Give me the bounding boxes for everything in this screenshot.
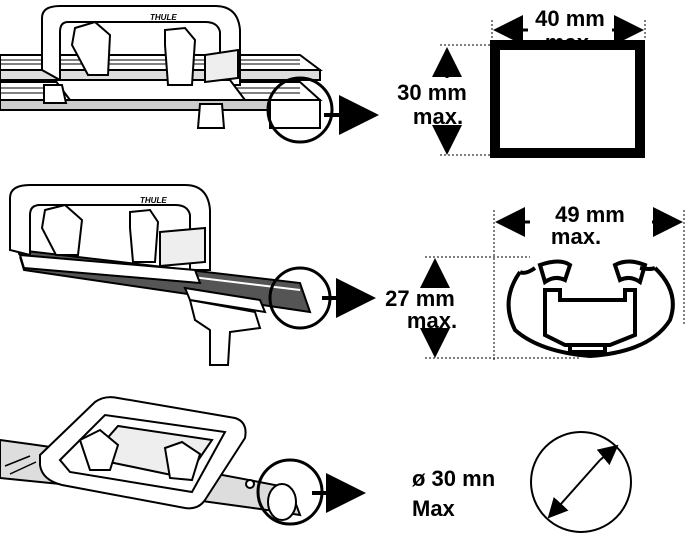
- height-value-label-2: 27 mm: [385, 286, 455, 311]
- diameter-value-label: ø 30 mn: [412, 466, 495, 491]
- diameter-line: [559, 459, 601, 506]
- diameter-arrow-upper: [596, 444, 619, 466]
- brand-logo-1: THULE: [150, 13, 177, 22]
- width-value-label-2: 49 mm: [555, 202, 625, 227]
- ski-carrier-illustration-3: [0, 396, 302, 521]
- panel-aero-bar: THULE 49 mm max. 27 mm max.: [9, 184, 685, 366]
- width-max-label-2: max.: [551, 224, 601, 249]
- diameter-max-label: Max: [412, 496, 456, 521]
- diameter-arrow-lower: [547, 496, 569, 519]
- aero-bar-profile: [506, 259, 675, 359]
- panel-square-bar: THULE 40 mm max. 30 mm max.: [0, 5, 646, 158]
- width-value-label-1: 40 mm: [535, 6, 605, 31]
- ski-carrier-illustration-2: THULE: [9, 184, 312, 366]
- height-max-label-2: max.: [407, 308, 457, 333]
- ski-carrier-illustration-1: THULE: [0, 5, 323, 129]
- panel-round-bar: ø 30 mn Max: [0, 396, 632, 533]
- square-bar-profile: [490, 40, 645, 158]
- magnifier-circle-1: [266, 76, 334, 144]
- brand-logo-2: THULE: [140, 196, 167, 205]
- height-max-label-1: max.: [413, 104, 463, 129]
- height-value-label-1: 30 mm: [397, 80, 467, 105]
- round-bar-profile: [530, 431, 632, 533]
- width-max-label-1: max.: [545, 30, 595, 55]
